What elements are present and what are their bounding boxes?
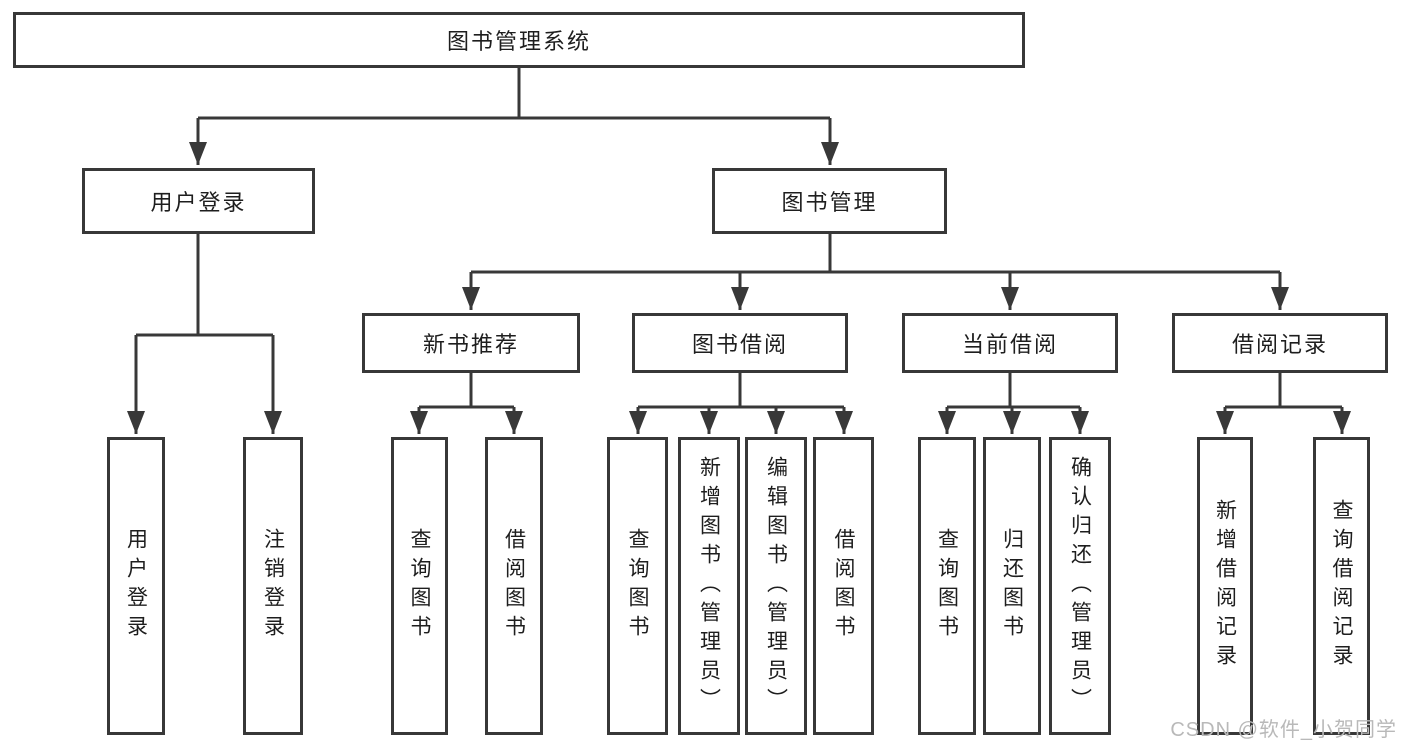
leaf-query-books-current-label: 查询图书 [935,528,959,644]
node-new-book-recommend: 新书推荐 [362,313,580,373]
leaf-query-books-borrow: 查询图书 [607,437,668,735]
node-user-login-label: 用户登录 [150,190,247,215]
leaf-user-login-label: 用户登录 [124,528,148,644]
leaf-query-books-borrow-label: 查询图书 [626,528,649,644]
node-user-login: 用户登录 [82,168,315,234]
node-book-management-label: 图书管理 [781,190,878,215]
node-current-borrow: 当前借阅 [902,313,1118,373]
leaf-return-books: 归还图书 [983,437,1041,735]
node-book-management: 图书管理 [712,168,947,234]
node-current-borrow-label: 当前借阅 [961,332,1058,357]
leaf-add-books-admin-label: 新增图书（管理员） [697,455,721,717]
leaf-add-books-admin: 新增图书（管理员） [678,437,740,735]
leaf-confirm-return-admin-label: 确认归还（管理员） [1068,455,1092,717]
leaf-logout-label: 注销登录 [261,528,285,644]
leaf-borrow-books: 借阅图书 [813,437,874,735]
csdn-watermark: CSDN @软件_小贺同学 [1170,719,1397,741]
leaf-return-books-label: 归还图书 [1000,528,1024,644]
leaf-query-borrow-record-label: 查询借阅记录 [1330,499,1353,673]
leaf-borrow-books-recommend-label: 借阅图书 [502,528,526,644]
node-book-borrow: 图书借阅 [632,313,848,373]
node-new-book-recommend-label: 新书推荐 [422,332,519,357]
leaf-confirm-return-admin: 确认归还（管理员） [1049,437,1111,735]
node-library-system: 图书管理系统 [13,12,1025,68]
leaf-add-borrow-record-label: 新增借阅记录 [1213,499,1237,673]
leaf-user-login: 用户登录 [107,437,165,735]
leaf-add-borrow-record: 新增借阅记录 [1197,437,1253,735]
leaf-edit-books-admin-label: 编辑图书（管理员） [764,455,788,717]
leaf-borrow-books-recommend: 借阅图书 [485,437,543,735]
node-borrow-records: 借阅记录 [1172,313,1388,373]
node-borrow-records-label: 借阅记录 [1231,332,1328,357]
leaf-query-books-current: 查询图书 [918,437,976,735]
leaf-borrow-books-label: 借阅图书 [832,528,855,644]
node-library-system-label: 图书管理系统 [446,29,591,54]
leaf-query-books-recommend-label: 查询图书 [408,528,431,644]
leaf-query-books-recommend: 查询图书 [391,437,448,735]
leaf-query-borrow-record: 查询借阅记录 [1313,437,1370,735]
leaf-logout: 注销登录 [243,437,303,735]
node-book-borrow-label: 图书借阅 [691,332,788,357]
leaf-edit-books-admin: 编辑图书（管理员） [745,437,807,735]
